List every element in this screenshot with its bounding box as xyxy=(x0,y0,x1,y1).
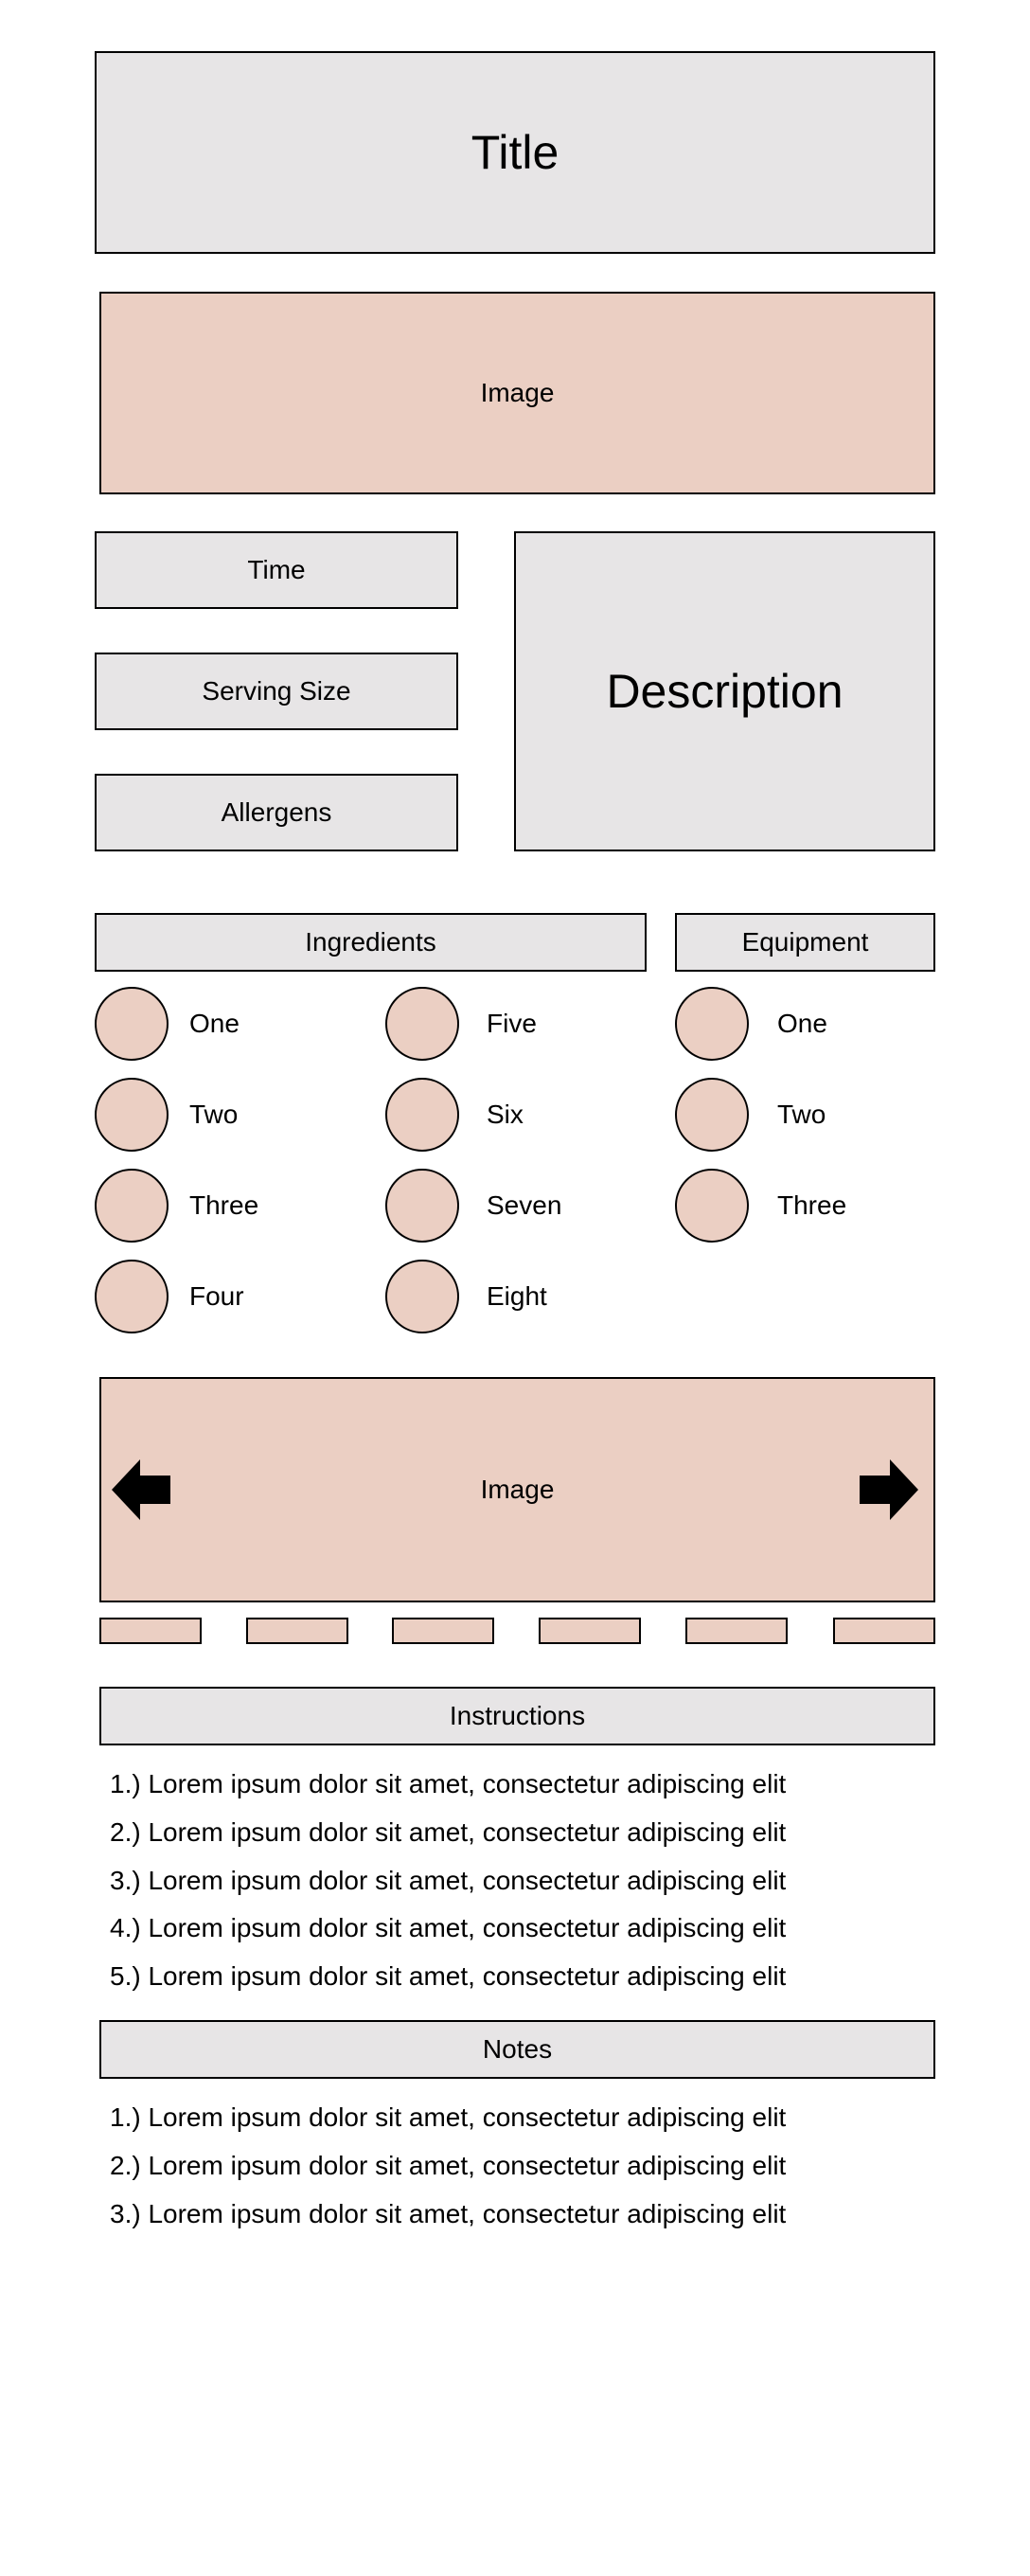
ingredients-header: Ingredients xyxy=(95,913,647,972)
instruction-step: 2.) Lorem ipsum dolor sit amet, consecte… xyxy=(110,1817,787,1847)
equipment-header-label: Equipment xyxy=(741,927,869,957)
ingredient-label: One xyxy=(189,1009,240,1038)
equipment-label: One xyxy=(777,1009,827,1038)
carousel-thumbnail[interactable] xyxy=(99,1618,202,1644)
equipment-checkbox[interactable] xyxy=(675,1169,749,1243)
arrow-right-icon[interactable] xyxy=(860,1459,918,1520)
note-item: 3.) Lorem ipsum dolor sit amet, consecte… xyxy=(110,2199,787,2228)
carousel-thumbnail[interactable] xyxy=(392,1618,494,1644)
instructions-header-label: Instructions xyxy=(449,1701,586,1730)
ingredient-label: Three xyxy=(189,1190,259,1220)
allergens-box: Allergens xyxy=(95,774,458,851)
ingredient-checkbox[interactable] xyxy=(385,1169,459,1243)
ingredient-checkbox[interactable] xyxy=(95,1169,169,1243)
hero-image-label: Image xyxy=(480,378,555,407)
equipment-label: Three xyxy=(777,1190,847,1220)
carousel-thumbnail[interactable] xyxy=(246,1618,348,1644)
hero-image: Image xyxy=(99,292,935,494)
ingredient-label: Five xyxy=(487,1009,537,1038)
ingredient-label: Six xyxy=(487,1100,524,1129)
description-box: Description xyxy=(514,531,935,851)
equipment-label: Two xyxy=(777,1100,826,1129)
carousel-image-label: Image xyxy=(480,1475,555,1504)
time-box: Time xyxy=(95,531,458,609)
instructions-header: Instructions xyxy=(99,1687,935,1745)
instruction-step: 1.) Lorem ipsum dolor sit amet, consecte… xyxy=(110,1769,787,1798)
ingredient-checkbox[interactable] xyxy=(385,987,459,1061)
ingredient-label: Two xyxy=(189,1100,239,1129)
ingredient-checkbox[interactable] xyxy=(385,1260,459,1333)
notes-header: Notes xyxy=(99,2020,935,2079)
page-title: Title xyxy=(95,51,935,254)
description-label: Description xyxy=(606,665,844,718)
carousel-thumbnail[interactable] xyxy=(685,1618,788,1644)
instruction-step: 5.) Lorem ipsum dolor sit amet, consecte… xyxy=(110,1961,787,1991)
ingredient-label: Four xyxy=(189,1281,244,1311)
allergens-label: Allergens xyxy=(221,797,332,827)
equipment-checkbox[interactable] xyxy=(675,1078,749,1152)
instruction-step: 3.) Lorem ipsum dolor sit amet, consecte… xyxy=(110,1866,787,1895)
ingredients-header-label: Ingredients xyxy=(305,927,436,957)
ingredient-label: Eight xyxy=(487,1281,547,1311)
arrow-left-icon[interactable] xyxy=(112,1459,170,1520)
note-item: 1.) Lorem ipsum dolor sit amet, consecte… xyxy=(110,2102,787,2132)
equipment-header: Equipment xyxy=(675,913,935,972)
carousel-thumbnail[interactable] xyxy=(833,1618,935,1644)
ingredient-checkbox[interactable] xyxy=(385,1078,459,1152)
instruction-step: 4.) Lorem ipsum dolor sit amet, consecte… xyxy=(110,1913,787,1942)
serving-size-box: Serving Size xyxy=(95,653,458,730)
serving-size-label: Serving Size xyxy=(202,676,351,706)
note-item: 2.) Lorem ipsum dolor sit amet, consecte… xyxy=(110,2151,787,2180)
ingredient-label: Seven xyxy=(487,1190,562,1220)
notes-header-label: Notes xyxy=(482,2034,553,2064)
ingredient-checkbox[interactable] xyxy=(95,987,169,1061)
time-label: Time xyxy=(247,555,306,584)
ingredient-checkbox[interactable] xyxy=(95,1078,169,1152)
ingredient-checkbox[interactable] xyxy=(95,1260,169,1333)
page-title-text: Title xyxy=(471,126,559,179)
carousel-thumbnail[interactable] xyxy=(539,1618,641,1644)
equipment-checkbox[interactable] xyxy=(675,987,749,1061)
carousel-image: Image xyxy=(99,1377,935,1602)
